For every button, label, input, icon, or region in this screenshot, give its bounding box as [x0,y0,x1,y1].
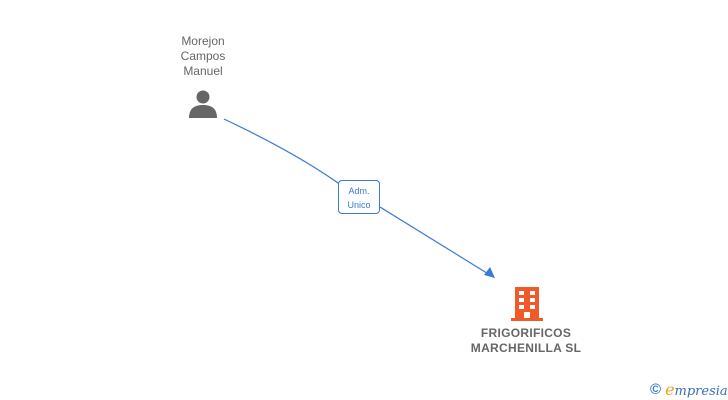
person-name-line-3: Manuel [183,64,223,78]
company-name-line-1: FRIGORIFICOS [480,326,572,340]
building-icon[interactable] [511,287,543,321]
company-name-line-2: MARCHENILLA SL [470,341,582,355]
company-name[interactable]: FRIGORIFICOS MARCHENILLA SL [440,326,612,356]
arrowhead-icon [484,267,495,278]
person-name[interactable]: Morejon Campos Manuel [160,34,246,79]
role-label-line-2: Unico [347,200,371,210]
person-name-line-2: Campos [180,49,226,63]
footer-brand: © empresia [650,378,728,400]
copyright-icon: © [650,380,662,398]
role-label[interactable]: Adm. Unico [338,180,380,214]
person-icon[interactable] [188,89,218,119]
brand-logo: empresia [665,379,728,399]
person-name-line-1: Morejon [181,34,225,48]
role-label-line-1: Adm. [348,186,370,196]
